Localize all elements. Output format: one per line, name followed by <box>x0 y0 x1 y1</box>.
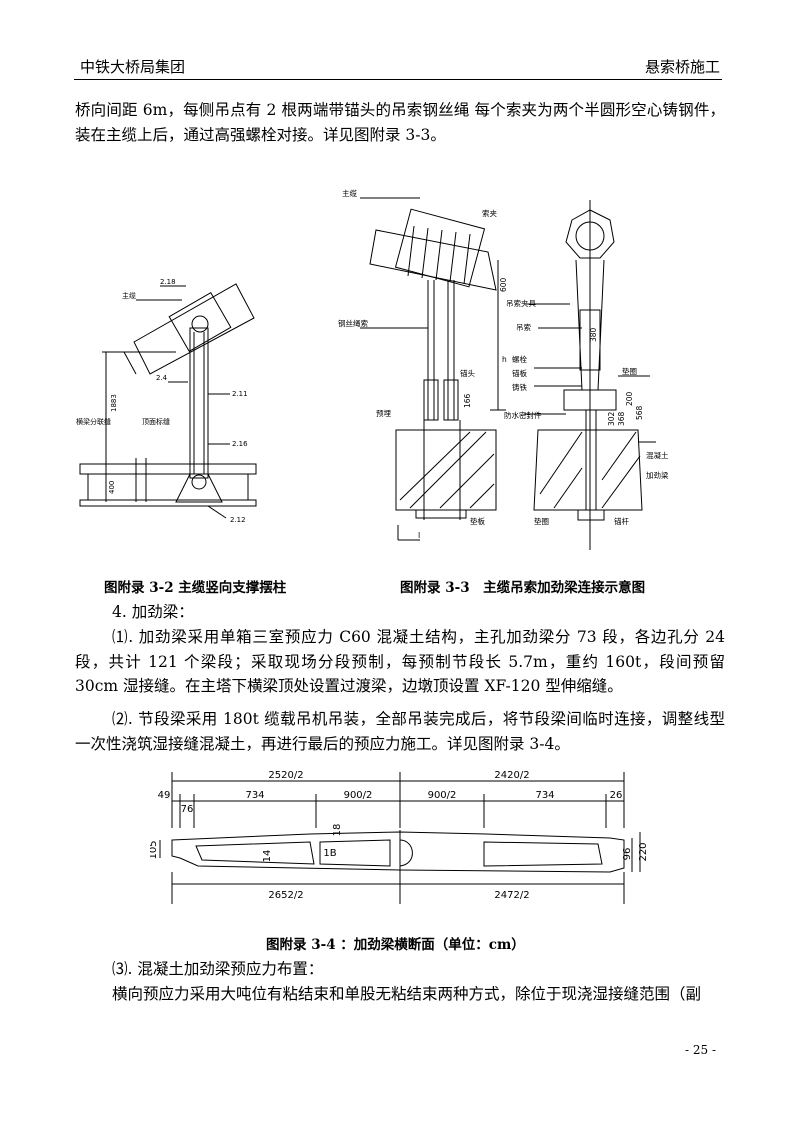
fig33-label-washer: 垫圈 <box>622 366 637 376</box>
fig34-dim-18: 18 <box>332 824 343 837</box>
fig34-dim-49: 49 <box>158 790 171 801</box>
fig33-label-iron: 铸铁 <box>512 382 527 392</box>
fig33-label-anchor-head: 锚头 <box>460 368 475 378</box>
fig34-dim-220: 220 <box>638 842 649 861</box>
fig32-label-212: 2.12 <box>230 516 246 524</box>
fig33-section-mark: I <box>418 531 420 540</box>
fig33-label-embed: 预埋 <box>376 408 391 418</box>
header-title: 悬索桥施工 <box>644 58 720 76</box>
fig34-dim-bottom-right: 2472/2 <box>494 890 529 901</box>
fig33-label-plate: 锚板 <box>512 368 527 378</box>
fig34-dim-top-right: 2420/2 <box>494 770 529 781</box>
fig33-label-pad: 垫板 <box>470 516 485 526</box>
paragraph-transverse-prestress: 横向预应力采用大吨位有粘结束和单股无粘结束两种方式，除位于现浇湿接缝范围（副 <box>112 985 702 1003</box>
fig32-label-216: 2.16 <box>232 440 248 448</box>
fig34-dim-96: 96 <box>622 848 633 861</box>
fig34-dim-14: 14 <box>262 850 273 863</box>
fig33-dim-380: 380 <box>589 327 598 342</box>
fig33-label-seal: 防水密封件 <box>504 410 542 420</box>
fig32-label-218: 2.18 <box>160 278 176 286</box>
paragraph-prestress-heading: ⑶. 混凝土加劲梁预应力布置： <box>112 960 324 978</box>
fig33-label-hanger: 吊索 <box>516 322 531 332</box>
fig32-label-top: 顶面标缝 <box>142 417 170 426</box>
paragraph-hanger-spacing: 桥向间距 6m，每侧吊点有 2 根两端带锚头的吊索钢丝绳 每个索夹为两个半圆形空… <box>75 101 725 144</box>
caption-figure-3-2: 图附录 3-2 主缆竖向支撑摆柱 <box>104 580 287 596</box>
fig34-dim-76: 76 <box>181 804 194 815</box>
paragraph-girder-structure: ⑴. 加劲梁采用单箱三室预应力 C60 混凝土结构，主孔加劲梁分 73 段，各边… <box>75 628 725 695</box>
fig32-label-211: 2.11 <box>232 390 248 398</box>
figure-3-3-drawing: 主缆 索夹 钢丝绳索 吊索夹具 锚头 吊索 螺栓 锚板 垫圈 铸铁 防水密封件 … <box>338 188 669 550</box>
fig34-dim-bottom-left: 2652/2 <box>268 890 303 901</box>
fig34-dim-734b: 734 <box>535 790 554 801</box>
fig33-label-wire: 钢丝绳索 <box>338 318 368 328</box>
fig33-label-fixture: 吊索夹具 <box>506 298 536 308</box>
fig32-label-24: 2.4 <box>156 374 168 382</box>
fig34-dim-105: 105 <box>150 840 159 859</box>
caption-figure-3-4: 图附录 3-4 ：加劲梁横断面（单位：cm） <box>266 937 525 953</box>
fig33-label-clamp: 索夹 <box>482 208 497 218</box>
fig33-dim-200: 200 <box>625 391 634 406</box>
fig34-dim-26: 26 <box>610 790 623 801</box>
fig33-dim-302: 302 <box>607 411 616 426</box>
fig34-dim-900a: 900/2 <box>344 790 373 801</box>
fig33-dim-568: 568 <box>635 405 644 420</box>
paragraph-segment-erection: ⑵. 节段梁采用 180t 缆载吊机吊装，全部吊装完成后，将节段梁间临时连接，调… <box>75 710 725 753</box>
fig34-dim-900b: 900/2 <box>428 790 457 801</box>
fig32-label-cable: 主缆 <box>122 291 136 300</box>
fig33-label-concrete: 混凝土 <box>646 450 669 460</box>
paragraph-section-4: 4. 加劲梁： <box>112 603 194 621</box>
fig34-dim-top-left: 2520/2 <box>268 770 303 781</box>
fig32-dim-1883: 1883 <box>110 394 118 412</box>
figure-3-4-drawing: 2520/2 2420/2 49 76 734 900/2 900/2 734 … <box>150 770 649 904</box>
fig33-dim-h: h <box>502 355 507 364</box>
header-org: 中铁大桥局集团 <box>80 58 186 76</box>
fig33-dim-166: 166 <box>463 393 472 408</box>
page-number: - 25 - <box>684 1043 716 1057</box>
fig34-dim-734a: 734 <box>245 790 264 801</box>
fig33-label-rod: 锚杆 <box>614 516 629 526</box>
fig33-label-girder: 加劲梁 <box>646 470 669 480</box>
fig34-dim-1b: 1B <box>323 848 336 859</box>
figure-3-2-drawing: 2.18 主缆 2.4 2.11 2.16 2.12 横梁分联缝 顶面标缝 18… <box>76 278 257 524</box>
fig33-label-washer2: 垫圈 <box>534 516 549 526</box>
fig33-dim-600: 600 <box>499 277 508 292</box>
caption-figure-3-3: 图附录 3-3 主缆吊索加劲梁连接示意图 <box>400 580 646 596</box>
fig33-label-bolt: 螺栓 <box>512 354 527 364</box>
fig32-dim-400: 400 <box>108 481 116 494</box>
fig32-label-joint: 横梁分联缝 <box>76 417 111 426</box>
header-rule <box>74 79 722 80</box>
fig33-dim-368: 368 <box>617 411 626 426</box>
fig33-label-cable: 主缆 <box>342 188 357 198</box>
